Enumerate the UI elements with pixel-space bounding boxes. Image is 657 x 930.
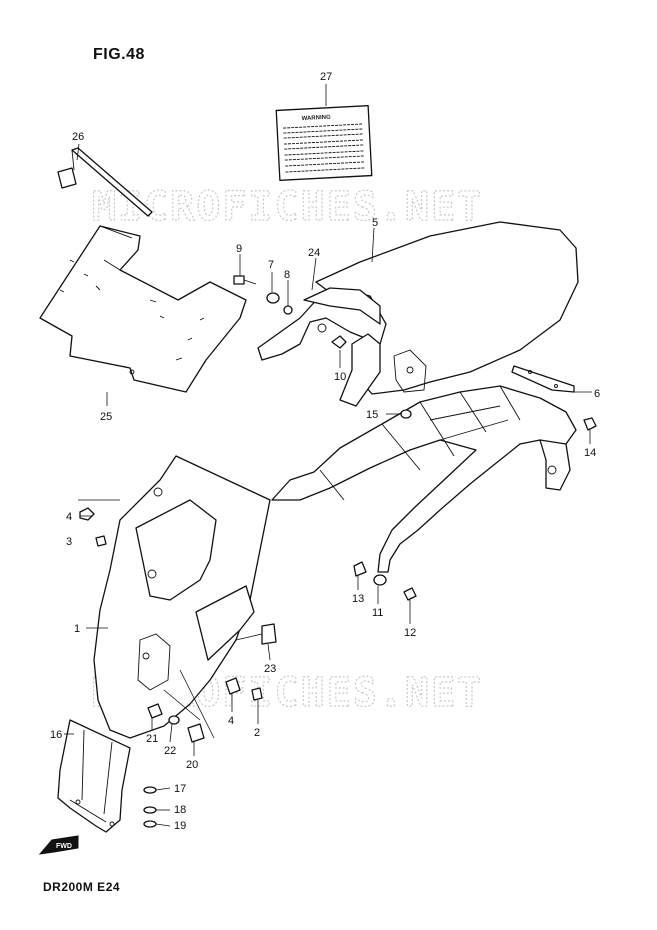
washer-18-icon: [143, 806, 157, 814]
strap-part: [57, 147, 153, 217]
bracket-part: [511, 365, 575, 393]
callout-1: 1: [74, 623, 80, 635]
washer-22-icon: [168, 715, 180, 725]
callout-14: 14: [584, 447, 596, 459]
callout-26: 26: [72, 131, 84, 143]
leader-lines: [64, 84, 592, 827]
grommet-15-icon: [400, 409, 412, 419]
callout-10: 10: [334, 371, 346, 383]
nut-14-icon: [583, 417, 597, 431]
warning-label-text-lines: [283, 123, 366, 173]
callout-27: 27: [320, 71, 332, 83]
fwd-label: FWD: [56, 843, 72, 850]
nut-4a-icon: [79, 507, 95, 521]
callout-16: 16: [50, 729, 62, 741]
callout-20: 20: [186, 759, 198, 771]
figure-title: FIG.48: [93, 46, 145, 63]
callout-12: 12: [404, 627, 416, 639]
washer-7-icon: [266, 292, 280, 304]
fender-cover-part: [257, 287, 387, 407]
screw-2-icon: [251, 687, 263, 701]
callout-labels: 27 26 5 9 7 8 24 10 25 6 15 14 4 3 1 13 …: [50, 71, 600, 832]
screw-17-icon: [143, 786, 157, 794]
fwd-arrow-icon: FWD: [38, 835, 79, 855]
callout-2: 2: [254, 727, 260, 739]
screw-3-icon: [95, 535, 107, 547]
nut-8-icon: [283, 305, 293, 315]
mud-flap-part: [57, 719, 131, 833]
warning-label-heading: WARNING: [302, 115, 332, 123]
bolt-9-icon: [233, 275, 245, 285]
hardware-items: [79, 275, 597, 828]
washer-11-icon: [373, 574, 387, 586]
bolt-10-icon: [331, 335, 347, 349]
nut-13-icon: [353, 561, 367, 577]
warning-label-part: WARNING: [275, 104, 373, 182]
callout-18: 18: [174, 804, 186, 816]
bolt-21-icon: [147, 703, 163, 719]
nut-4b-icon: [225, 677, 241, 695]
mud-plate-part: [39, 225, 247, 393]
callout-4-lower: 4: [228, 715, 234, 727]
inner-fender-part: [93, 455, 271, 739]
callout-13: 13: [352, 593, 364, 605]
callout-22: 22: [164, 745, 176, 757]
callout-17: 17: [174, 783, 186, 795]
callout-3: 3: [66, 536, 72, 548]
callout-21: 21: [146, 733, 158, 745]
clip-20-icon: [187, 723, 205, 743]
callout-6: 6: [594, 388, 600, 400]
bolt-12-icon: [403, 587, 417, 601]
callout-19: 19: [174, 820, 186, 832]
callout-7: 7: [268, 259, 274, 271]
watermark-top: MICROFICHES.NET: [92, 184, 483, 230]
callout-5: 5: [372, 217, 378, 229]
callout-4-upper: 4: [66, 511, 72, 523]
callout-23: 23: [264, 663, 276, 675]
rear-frame-part: [271, 385, 577, 573]
callout-8: 8: [284, 269, 290, 281]
callout-24: 24: [308, 247, 320, 259]
model-code: DR200M E24: [43, 880, 121, 894]
grommet-23-icon: [261, 623, 277, 645]
callout-15: 15: [366, 409, 378, 421]
callout-25: 25: [100, 411, 112, 423]
callout-11: 11: [372, 607, 383, 619]
nut-19-icon: [143, 820, 157, 828]
callout-9: 9: [236, 243, 242, 255]
